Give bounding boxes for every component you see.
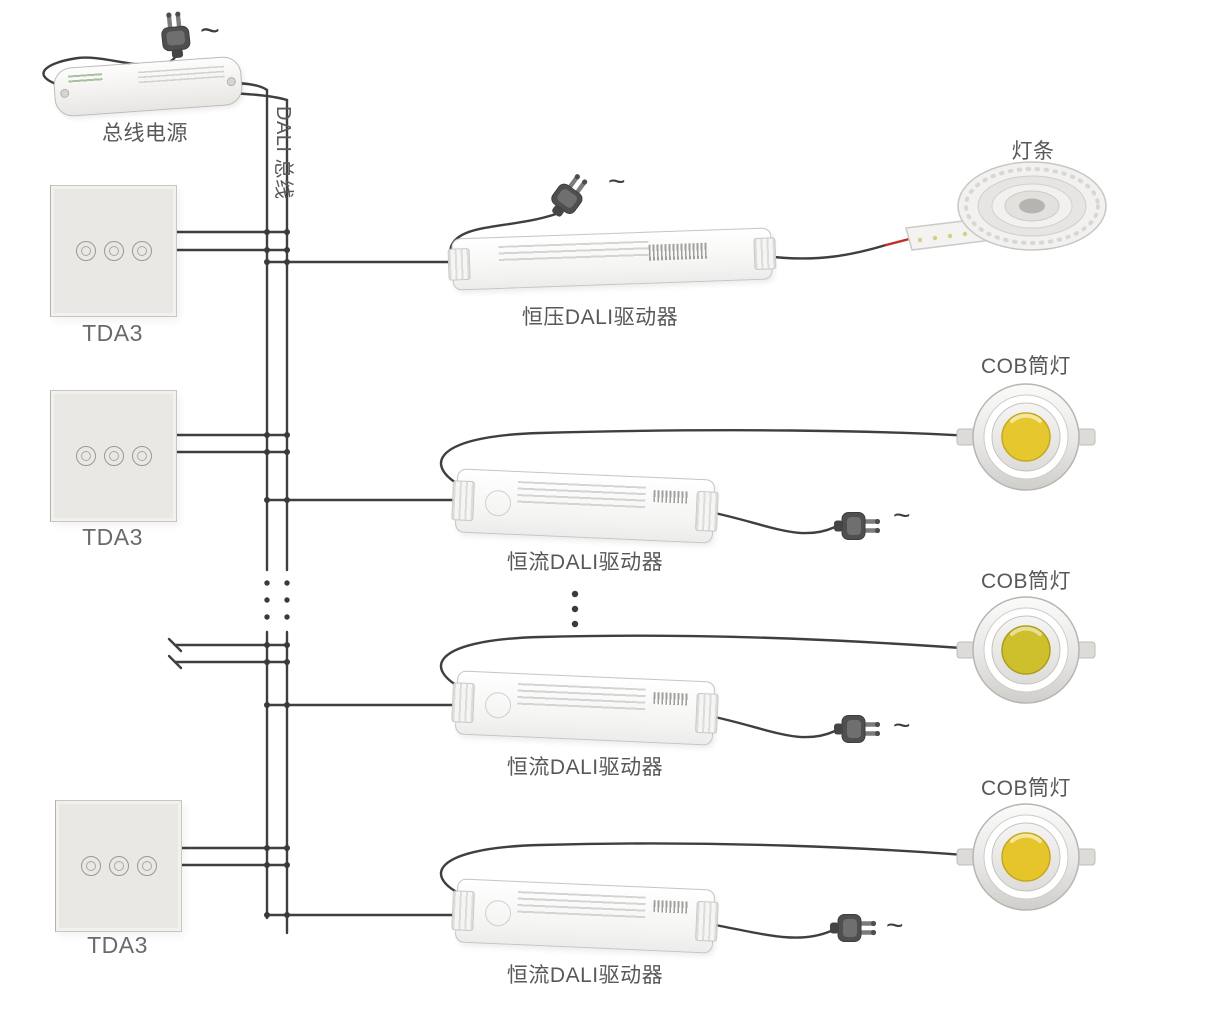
wire xyxy=(439,429,992,494)
dali-bus-label: DALI 总线 xyxy=(272,106,294,200)
barcode xyxy=(653,489,688,504)
downlight-label-1: COB筒灯 xyxy=(980,355,1071,378)
downlight-label-2: COB筒灯 xyxy=(980,570,1071,593)
ac-symbol: ~ xyxy=(886,909,904,942)
touch-button-icon xyxy=(75,241,96,261)
terminal-screw xyxy=(59,88,70,98)
logo-mark xyxy=(484,899,512,927)
wire xyxy=(439,842,992,902)
wire-break-tick xyxy=(167,637,183,653)
cc-dali-driver-2 xyxy=(451,670,719,746)
terminal-block xyxy=(451,480,475,521)
brand-print xyxy=(68,73,103,85)
led-strip-label: 灯条 xyxy=(1011,140,1055,163)
ac-symbol: ~ xyxy=(893,499,911,532)
label-print xyxy=(517,891,646,919)
terminal-block xyxy=(695,491,719,532)
power-plug-icon xyxy=(834,513,880,540)
cc-driver-label-2: 恒流DALI驱动器 xyxy=(506,756,664,779)
wire xyxy=(764,243,888,260)
touch-panel-tda3-1 xyxy=(50,185,177,317)
panel-label-2: TDA3 xyxy=(82,524,143,550)
barcode xyxy=(653,899,688,914)
logo-mark xyxy=(484,489,512,517)
touch-button-icon xyxy=(80,856,101,876)
touch-button-icon xyxy=(108,856,129,876)
wire xyxy=(708,922,833,939)
ac-symbol: ~ xyxy=(200,12,220,50)
cob-downlight xyxy=(956,596,1096,704)
wire xyxy=(708,714,837,739)
led-strip-coil xyxy=(957,161,1107,251)
cc-dali-driver-3 xyxy=(451,878,719,954)
touch-panel-tda3-3 xyxy=(55,800,182,932)
logo-mark xyxy=(484,691,512,719)
label-print xyxy=(517,481,646,509)
cob-downlight xyxy=(956,383,1096,491)
touch-button-icon xyxy=(75,446,96,466)
label-print xyxy=(517,683,646,711)
cc-driver-label-1: 恒流DALI驱动器 xyxy=(506,551,664,574)
barcode xyxy=(653,691,688,706)
touch-button-icon xyxy=(136,856,157,876)
cv-driver-label: 恒压DALI驱动器 xyxy=(521,306,679,329)
ac-symbol: ~ xyxy=(608,165,626,198)
touch-button-icon xyxy=(103,446,124,466)
touch-button-icon xyxy=(103,241,124,261)
terminal-block xyxy=(753,237,777,271)
wire xyxy=(439,634,992,696)
touch-button-icon xyxy=(131,446,152,466)
barcode xyxy=(648,242,708,261)
cob-downlight xyxy=(956,803,1096,911)
power-plug-icon xyxy=(830,915,876,942)
terminal-block xyxy=(447,247,471,281)
label-print xyxy=(498,240,650,264)
downlight-label-3: COB筒灯 xyxy=(980,777,1071,800)
panel-label-3: TDA3 xyxy=(87,932,148,958)
ac-symbol: ~ xyxy=(893,709,911,742)
cc-driver-label-3: 恒流DALI驱动器 xyxy=(506,964,664,987)
bus-continuation-dots xyxy=(264,580,290,620)
terminal-screw xyxy=(226,76,237,86)
touch-buttons xyxy=(51,241,176,261)
power-plug-icon xyxy=(160,11,192,60)
driver-continuation-dots xyxy=(571,590,579,628)
terminal-block xyxy=(451,682,475,723)
touch-buttons xyxy=(51,446,176,466)
terminal-block xyxy=(695,901,719,942)
touch-button-icon xyxy=(131,241,152,261)
power-plug-icon xyxy=(834,716,880,743)
touch-panel-tda3-2 xyxy=(50,390,177,522)
panel-label-1: TDA3 xyxy=(82,320,143,346)
terminal-block xyxy=(451,890,475,931)
touch-buttons xyxy=(56,856,181,876)
cc-dali-driver-1 xyxy=(451,468,719,544)
wire xyxy=(708,510,837,535)
label-print xyxy=(137,65,225,87)
terminal-block xyxy=(695,693,719,734)
junction-dots xyxy=(264,229,290,918)
wire-break-tick xyxy=(167,654,183,670)
bus-power-label: 总线电源 xyxy=(102,122,188,145)
